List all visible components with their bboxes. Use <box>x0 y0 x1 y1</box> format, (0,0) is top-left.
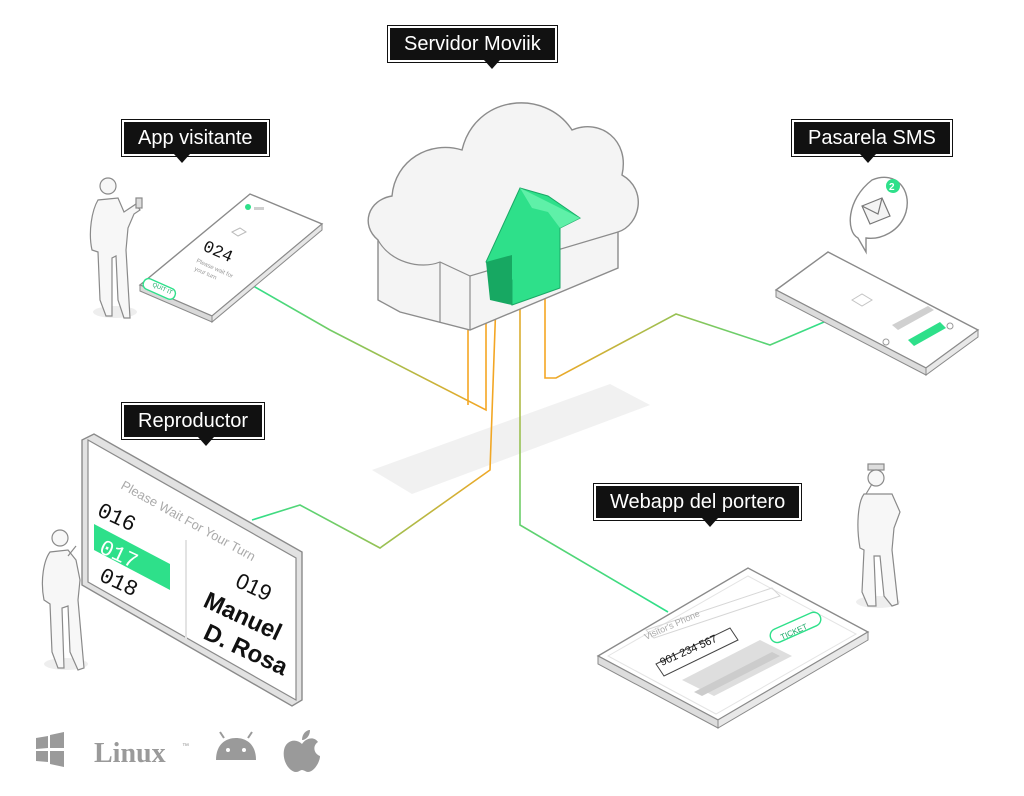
keyboard[interactable] <box>682 640 792 696</box>
floor-shadow <box>372 384 650 494</box>
webapp-tablet: Visitor's Phone 901 234 567 TICKET <box>596 567 870 729</box>
link-webapp <box>519 290 669 613</box>
document-icon <box>851 293 873 307</box>
player-person <box>41 529 88 671</box>
notification-badge <box>886 179 900 193</box>
apple-icon <box>283 730 320 772</box>
android-icon <box>216 731 256 760</box>
link-visitor-app <box>247 282 487 412</box>
player-label: Reproductor <box>122 403 265 446</box>
sms-notification-bubble: 2 <box>849 176 908 255</box>
server-label: Servidor Moviik <box>388 26 557 69</box>
sms-gateway-label: Pasarela SMS <box>792 120 952 163</box>
svg-text:™: ™ <box>182 743 189 750</box>
upload-arrow-icon <box>485 187 581 306</box>
link-player <box>251 299 497 549</box>
status-dot-icon <box>245 204 251 210</box>
platform-logos: Linux ™ <box>36 730 320 772</box>
connection-lines <box>247 282 825 613</box>
highlighted-row <box>94 524 170 590</box>
link-sms <box>544 290 825 379</box>
windows-icon <box>36 732 64 767</box>
notification-count: 2 <box>889 182 895 193</box>
visitor-phone: 024 Please wait for your turn QUIT IT <box>138 193 324 324</box>
linux-logo: Linux <box>94 738 166 769</box>
visitor-person <box>89 177 143 319</box>
concierge-webapp-label: Webapp del portero <box>594 484 802 527</box>
concierge-person <box>856 463 901 608</box>
ticket-icon <box>231 227 247 237</box>
visitor-app-label: App visitante <box>122 120 269 163</box>
player-display: Please Wait For Your Turn 016 017 018 01… <box>81 433 303 707</box>
envelope-icon <box>861 197 891 225</box>
cloud-server <box>367 102 639 331</box>
sms-phone: 2 <box>774 176 980 376</box>
